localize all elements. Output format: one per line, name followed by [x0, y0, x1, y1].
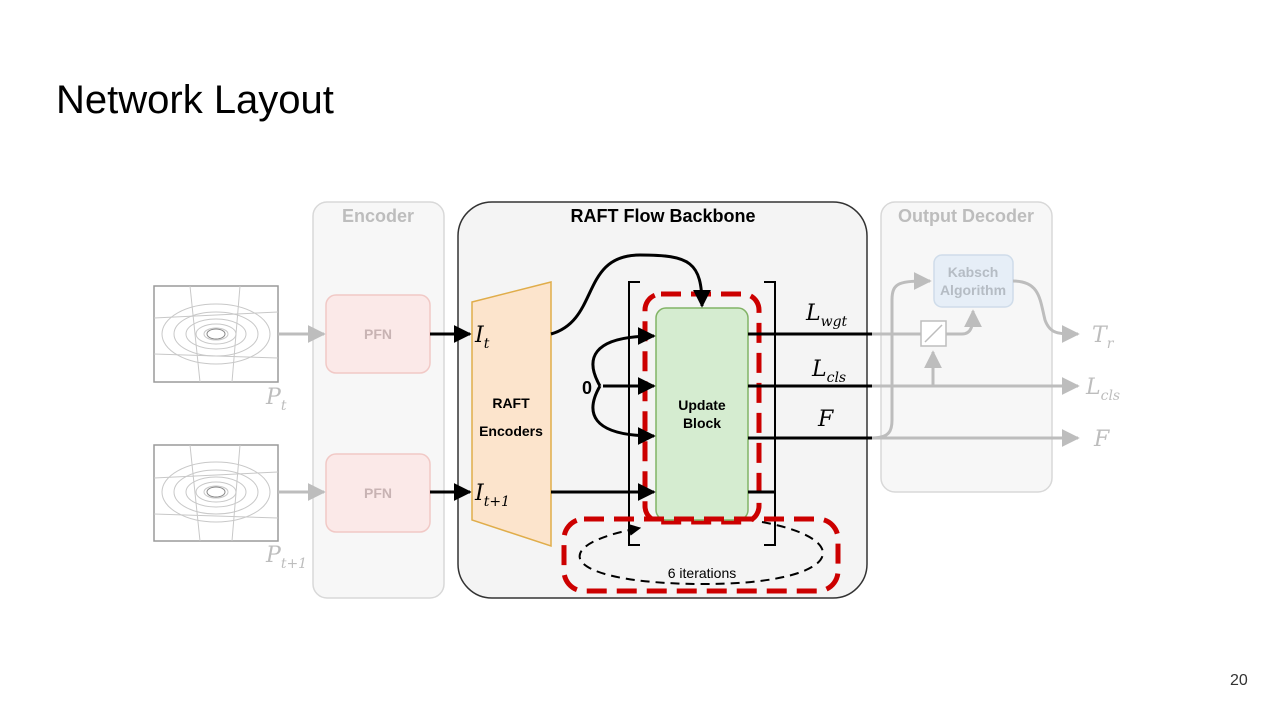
- output-decoder-box: Output Decoder Kabsch Algorithm: [880, 201, 1053, 493]
- label-l-cls: Lcls: [811, 357, 846, 386]
- label-i-t1: It+1: [474, 481, 510, 510]
- encoders-label-line2: Encoders: [479, 423, 543, 439]
- label-out-tr: Tr: [1092, 323, 1115, 352]
- iterations-highlight: [561, 516, 841, 594]
- update-label-line2: Block: [683, 415, 721, 431]
- pfn-bottom-label: PFN: [364, 485, 392, 501]
- gray-kabsch-to-tr: [1012, 279, 1080, 343]
- gray-f-to-kabsch: [871, 272, 932, 440]
- update-block: Update Block: [655, 307, 749, 521]
- label-out-f: F: [1093, 427, 1110, 452]
- label-out-lcls: Lcls: [1085, 375, 1120, 404]
- label-p-t: Pt: [265, 385, 287, 414]
- page-number: 20: [1230, 672, 1248, 689]
- point-cloud-bottom: [153, 444, 279, 542]
- update-label-line1: Update: [678, 397, 726, 413]
- kabsch-label-line2: Algorithm: [940, 282, 1006, 298]
- zero-input-label: 0: [582, 378, 592, 398]
- arrow-it-to-update: [550, 253, 711, 336]
- iterations-label: 6 iterations: [668, 565, 736, 581]
- kabsch-box: [933, 254, 1014, 308]
- gray-switch-to-kabsch: [946, 309, 982, 336]
- backbone-title: RAFT Flow Backbone: [570, 206, 755, 226]
- slide-title: Network Layout: [56, 78, 334, 122]
- encoder-box: Encoder PFN PFN: [312, 201, 445, 599]
- label-p-t1: Pt+1: [265, 543, 307, 572]
- iteration-bracket: [628, 281, 776, 546]
- label-l-wgt: Lwgt: [805, 301, 848, 330]
- label-i-t: It: [474, 323, 490, 352]
- iterations-loop-arrow: [578, 521, 824, 586]
- pfn-top-label: PFN: [364, 326, 392, 342]
- point-cloud-top: [153, 285, 279, 383]
- label-f: F: [817, 407, 834, 432]
- raft-encoders-block: RAFT Encoders: [471, 281, 552, 548]
- kabsch-label-line1: Kabsch: [948, 264, 999, 280]
- encoders-label-line1: RAFT: [492, 395, 530, 411]
- decoder-title: Output Decoder: [898, 206, 1034, 226]
- encoder-title: Encoder: [342, 206, 414, 226]
- arrow-zero-top: [591, 327, 656, 387]
- arrow-zero-bottom: [591, 385, 656, 445]
